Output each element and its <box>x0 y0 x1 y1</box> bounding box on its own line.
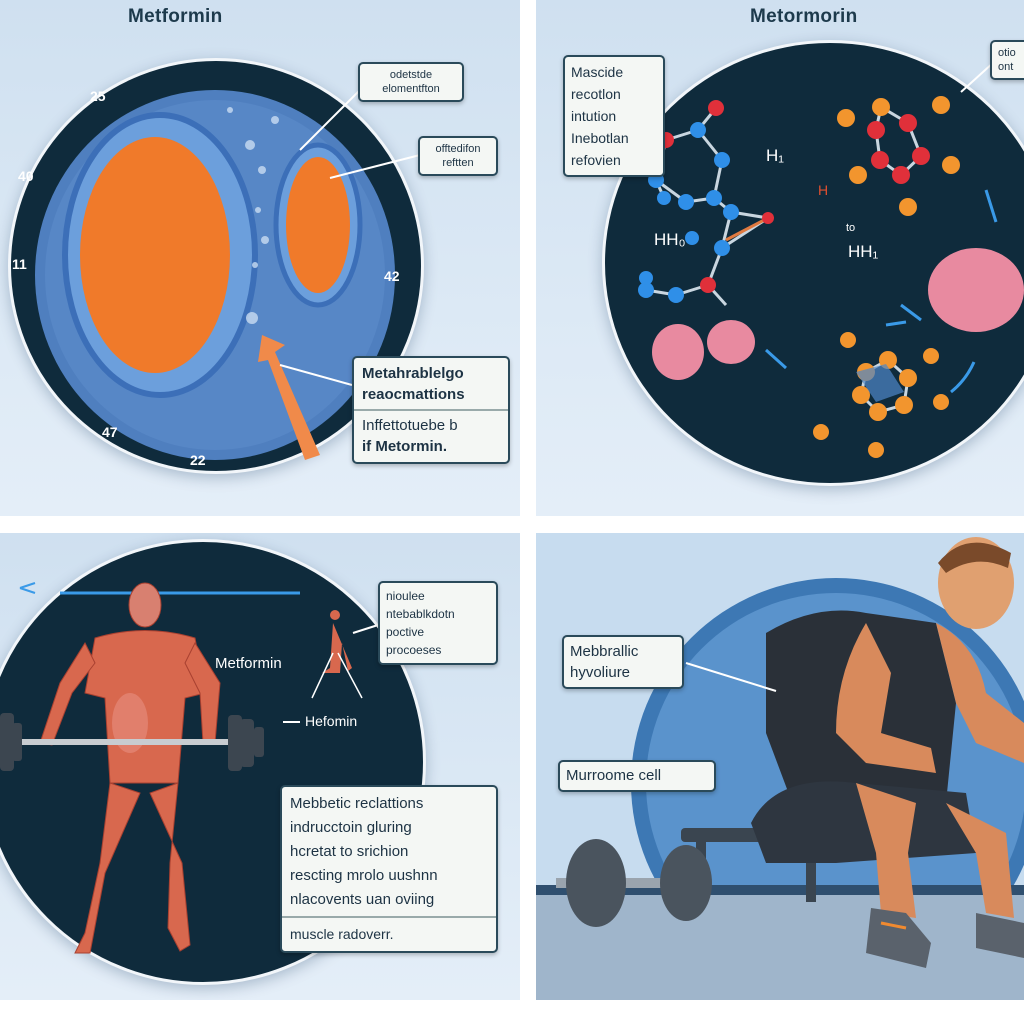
label-number: 11 <box>12 256 27 272</box>
athlete <box>751 537 1024 968</box>
label-number: 42 <box>384 268 400 284</box>
callout-line: ntebablkdotn <box>386 607 455 621</box>
cell-pink <box>707 320 755 364</box>
molecule-illustration <box>638 61 1024 458</box>
atom-orange <box>813 96 960 458</box>
small-figure-icon <box>311 610 363 699</box>
arrow-icon <box>764 189 998 394</box>
callout-line: intution <box>571 108 617 124</box>
callout-line: hcretat to srichion <box>290 843 409 860</box>
callout-line: rescting mrolo uushnn <box>290 867 438 884</box>
callout-large: Mebbetic reclattions indrucctoin gluring… <box>280 785 498 953</box>
label-number: 22 <box>190 452 206 468</box>
callout-line: procoeses <box>386 643 442 657</box>
metformin-label: Metformin <box>215 655 282 672</box>
label-number: 40 <box>18 168 34 184</box>
organelle-large <box>80 137 230 373</box>
dumbbell <box>556 839 712 927</box>
callout-footer: muscle radoverr. <box>290 926 394 942</box>
callout-top: Mebbrallic hyvoliure <box>562 635 684 689</box>
barbell <box>0 713 264 771</box>
muscle-figure-illustration <box>0 582 379 954</box>
callout-left: Mascide recotlon intution Inebotlan refo… <box>563 55 665 177</box>
muscle-figure <box>39 582 221 954</box>
callout-line: indrucctoin gluring <box>290 819 412 836</box>
callout-line: otio <box>998 47 1016 59</box>
callout-line: Mebbrallic <box>570 643 639 660</box>
callout-line: Mebbetic reclattions <box>290 795 424 812</box>
callout-body-2: if Metormin. <box>362 438 447 455</box>
callout-small: nioulee ntebablkdotn poctive procoeses <box>378 581 498 665</box>
molecule-label: to <box>846 222 856 234</box>
cell-illustration <box>35 89 421 460</box>
callout-line: Inebotlan <box>571 130 629 146</box>
callout-bottom: Murroome cell <box>558 760 716 792</box>
cell-pink <box>652 324 704 380</box>
gym-scene-illustration <box>536 537 1024 1000</box>
callout-line: nioulee <box>386 589 425 603</box>
panel-title: Metormorin <box>750 6 858 27</box>
callout-heading: Metahrablelgo reaocmattions <box>362 365 465 403</box>
molecule-label: H <box>818 182 829 198</box>
organelle-small <box>286 157 350 293</box>
panel-molecule-diagram: Metormorin <box>536 0 1024 516</box>
label-number: 25 <box>90 88 106 104</box>
panel-title: Metformin <box>128 6 223 27</box>
callout-line: recotlon <box>571 86 621 102</box>
callout-line: refovien <box>571 152 621 168</box>
label-number: 47 <box>102 424 118 440</box>
molecule-label: H₁ <box>766 146 785 165</box>
callout-line: ont <box>998 61 1014 73</box>
callout-right: otio ont <box>990 40 1024 80</box>
callout-middle: offtedifon reftten <box>418 136 498 176</box>
callout-line: Mascide <box>571 64 624 80</box>
arrow-icon <box>258 335 320 460</box>
atom-blue <box>638 122 739 303</box>
molecule-label: HH₁ <box>848 242 879 261</box>
panel-cell-diagram: Metformin 25 40 11 47 22 42 odetstde elo… <box>0 0 520 516</box>
panel-tired-athlete: Mebbrallic hyvoliure Murroome cell <box>536 533 1024 1000</box>
callout-main: Metahrablelgo reaocmattions Inffettotueb… <box>352 356 510 464</box>
callout-line: nlacovents uan oviing <box>290 891 435 908</box>
callout-body: Inffettotuebe b <box>362 417 458 434</box>
callout-top: odetstde elomentfton <box>358 62 464 102</box>
hefomin-label: Hefomin <box>305 713 358 729</box>
molecule-label: HH₀ <box>654 230 686 249</box>
cell-pink-large <box>928 248 1024 332</box>
panel-muscle-diagram: Metformin Hefomin nioulee ntebablkdotn p… <box>0 533 520 1000</box>
callout-line: hyvoliure <box>570 664 631 681</box>
callout-line: poctive <box>386 625 425 639</box>
